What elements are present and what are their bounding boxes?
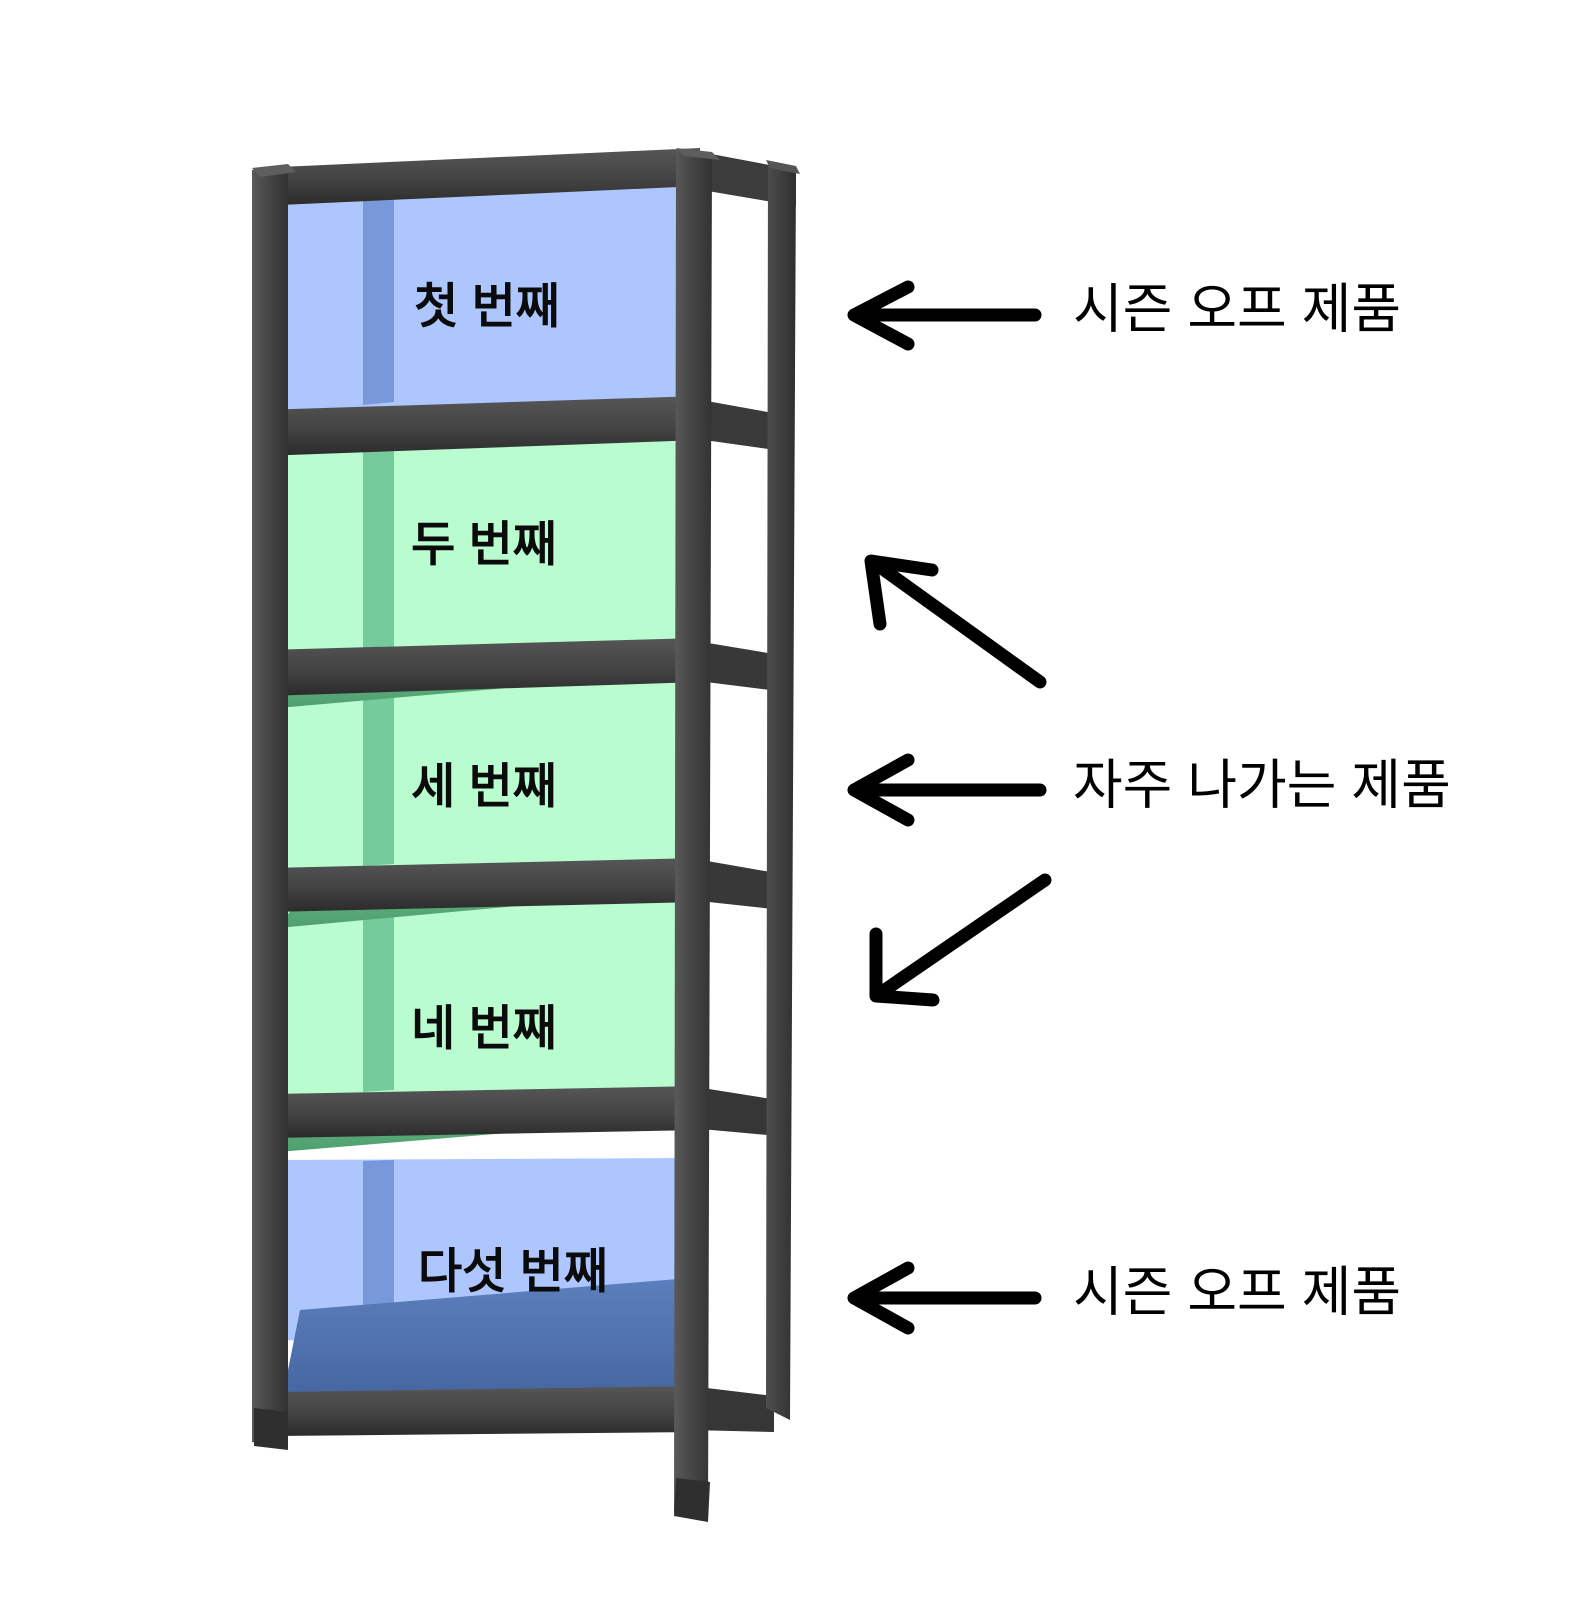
post-foot-right	[674, 1478, 710, 1522]
side-strip-shelf-5	[363, 1160, 394, 1312]
arrow-head-middle-lower	[869, 927, 940, 1007]
shelf-right-side-frame	[690, 150, 796, 1432]
side-rail-shelf-2	[690, 640, 786, 692]
post-cap-right	[676, 148, 720, 160]
side-strip-shelf-1	[363, 196, 394, 405]
annotation-label-middle: 자주 나가는 제품	[1073, 755, 1451, 815]
arrow-annotation-middle-lower	[869, 873, 1052, 1007]
side-rail-shelf-1	[690, 398, 790, 452]
side-strip-shelf-2	[363, 437, 394, 653]
post-front-right	[674, 150, 712, 1520]
annotation-label-top: 시즌 오프 제품	[1073, 279, 1401, 339]
annotation-labels: 시즌 오프 제품 자주 나가는 제품 시즌 오프 제품	[1073, 279, 1451, 1322]
annotation-arrows	[847, 280, 1052, 1335]
side-rail-shelf-4	[690, 1086, 778, 1136]
post-front-left	[252, 166, 288, 1448]
rail-bottom	[276, 1386, 700, 1436]
shelf-label-1: 첫 번째	[414, 281, 560, 334]
shelf-label-3: 세 번째	[411, 761, 557, 814]
arrow-annotation-middle-upper	[864, 554, 1047, 689]
shelf-label-5: 다섯 번째	[418, 1246, 608, 1299]
shelf-text-labels: 첫 번째 두 번째 세 번째 네 번째 다섯 번째	[411, 281, 608, 1299]
side-rail-shelf-3	[690, 858, 782, 910]
annotation-label-bottom: 시즌 오프 제품	[1073, 1262, 1401, 1322]
arrow-head-middle-upper	[864, 554, 939, 631]
arrow-head-middle	[847, 753, 915, 827]
arrow-head-top	[847, 280, 915, 351]
post-foot-left	[254, 1408, 288, 1450]
rail-under-shelf-3	[270, 858, 700, 912]
side-rail-bottom	[690, 1386, 774, 1432]
shelf-front-rails	[258, 148, 700, 1436]
rail-under-shelf-2	[266, 638, 700, 696]
post-cap-left	[252, 164, 296, 177]
rail-under-shelf-4	[272, 1086, 700, 1138]
shelf-vertical-posts	[252, 148, 800, 1522]
rail-top-cap	[258, 148, 700, 206]
shelf-inner-side-strips	[363, 196, 394, 1312]
arrow-annotation-middle	[847, 753, 1047, 827]
shelf-label-4: 네 번째	[411, 1003, 557, 1056]
arrow-head-bottom	[847, 1261, 915, 1335]
rail-under-shelf-1	[262, 396, 700, 456]
arrow-shaft-middle-lower	[875, 873, 1052, 999]
post-rear-right	[766, 162, 796, 1420]
post-cap-rear-right	[766, 160, 800, 174]
arrow-annotation-top	[847, 280, 1042, 351]
side-strip-shelf-4	[363, 895, 394, 1092]
side-strip-shelf-3	[363, 679, 394, 866]
shelf-label-2: 두 번째	[411, 519, 557, 572]
arrow-shaft-middle-upper	[869, 557, 1047, 689]
board-top-shelf-5	[278, 1278, 690, 1420]
arrow-annotation-bottom	[847, 1261, 1042, 1335]
